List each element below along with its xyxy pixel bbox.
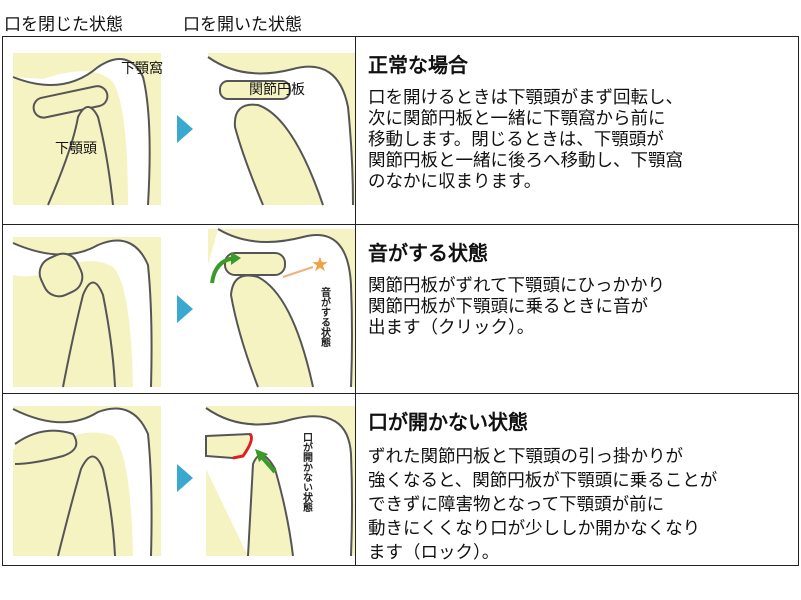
disc-label: 関節円板 bbox=[249, 81, 305, 98]
row-title: 口が開かない状態 bbox=[368, 410, 528, 434]
tmj-table: 下顎窩 下顎頭 関節円板 正常な場合 口を開けるときは下顎頭がまず回転し、 次に… bbox=[2, 36, 799, 566]
lock-illustration: 口が開かない状態 bbox=[2, 393, 356, 566]
red-highlight bbox=[232, 432, 253, 460]
arrow-right-icon bbox=[177, 115, 193, 143]
row-normal: 下顎窩 下顎頭 関節円板 正常な場合 口を開けるときは下顎頭がまず回転し、 次に… bbox=[2, 36, 799, 225]
vertical-label: 音がする状態 bbox=[319, 286, 331, 348]
row-body: 口を開けるときは下顎頭がまず回転し、 次に関節円板と一緒に下顎窩から前に 移動し… bbox=[368, 88, 683, 192]
closed-header: 口を閉じた状態 bbox=[4, 15, 123, 35]
row-body: 関節円板がずれて下顎頭にひっかかり 関節円板が下顎頭に乗るときに音が 出ます（ク… bbox=[368, 276, 665, 338]
click-description: 音がする状態 関節円板がずれて下顎頭にひっかかり 関節円板が下顎頭に乗るときに音… bbox=[355, 224, 799, 394]
row-body: ずれた関節円板と下顎頭の引っ掛かりが 強くなると、関節円板が下顎頭に乗ることが … bbox=[368, 447, 718, 563]
normal-description: 正常な場合 口を開けるときは下顎頭がまず回転し、 次に関節円板と一緒に下顎窩から… bbox=[355, 36, 799, 225]
condyle-label: 下顎頭 bbox=[55, 141, 97, 157]
arrow-right-icon bbox=[177, 464, 193, 492]
row-title: 正常な場合 bbox=[368, 53, 468, 77]
open-joint: 関節円板 bbox=[207, 53, 355, 206]
arrow-right-icon bbox=[177, 295, 193, 323]
green-arrow-icon bbox=[259, 454, 277, 474]
fossa-label: 下顎窩 bbox=[121, 60, 163, 77]
vertical-label: 口が開かない状態 bbox=[301, 432, 313, 513]
row-lock: 口が開かない状態 口が開かない状態 ずれた関節円板と下顎頭の引っ掛かりが 強くな… bbox=[2, 393, 799, 566]
lock-description: 口が開かない状態 ずれた関節円板と下顎頭の引っ掛かりが 強くなると、関節円板が下… bbox=[355, 393, 799, 566]
normal-illustration: 下顎窩 下顎頭 関節円板 bbox=[2, 36, 356, 225]
closed-joint: 下顎窩 下顎頭 bbox=[12, 53, 163, 206]
row-click: ★ 音がする状態 音がする状態 関節円板がずれて下顎頭にひっかかり 関節円板が下… bbox=[2, 224, 799, 394]
row-title: 音がする状態 bbox=[368, 241, 488, 265]
open-header: 口を開いた状態 bbox=[183, 15, 302, 35]
star-icon: ★ bbox=[311, 252, 329, 276]
click-illustration: ★ 音がする状態 bbox=[2, 224, 356, 394]
